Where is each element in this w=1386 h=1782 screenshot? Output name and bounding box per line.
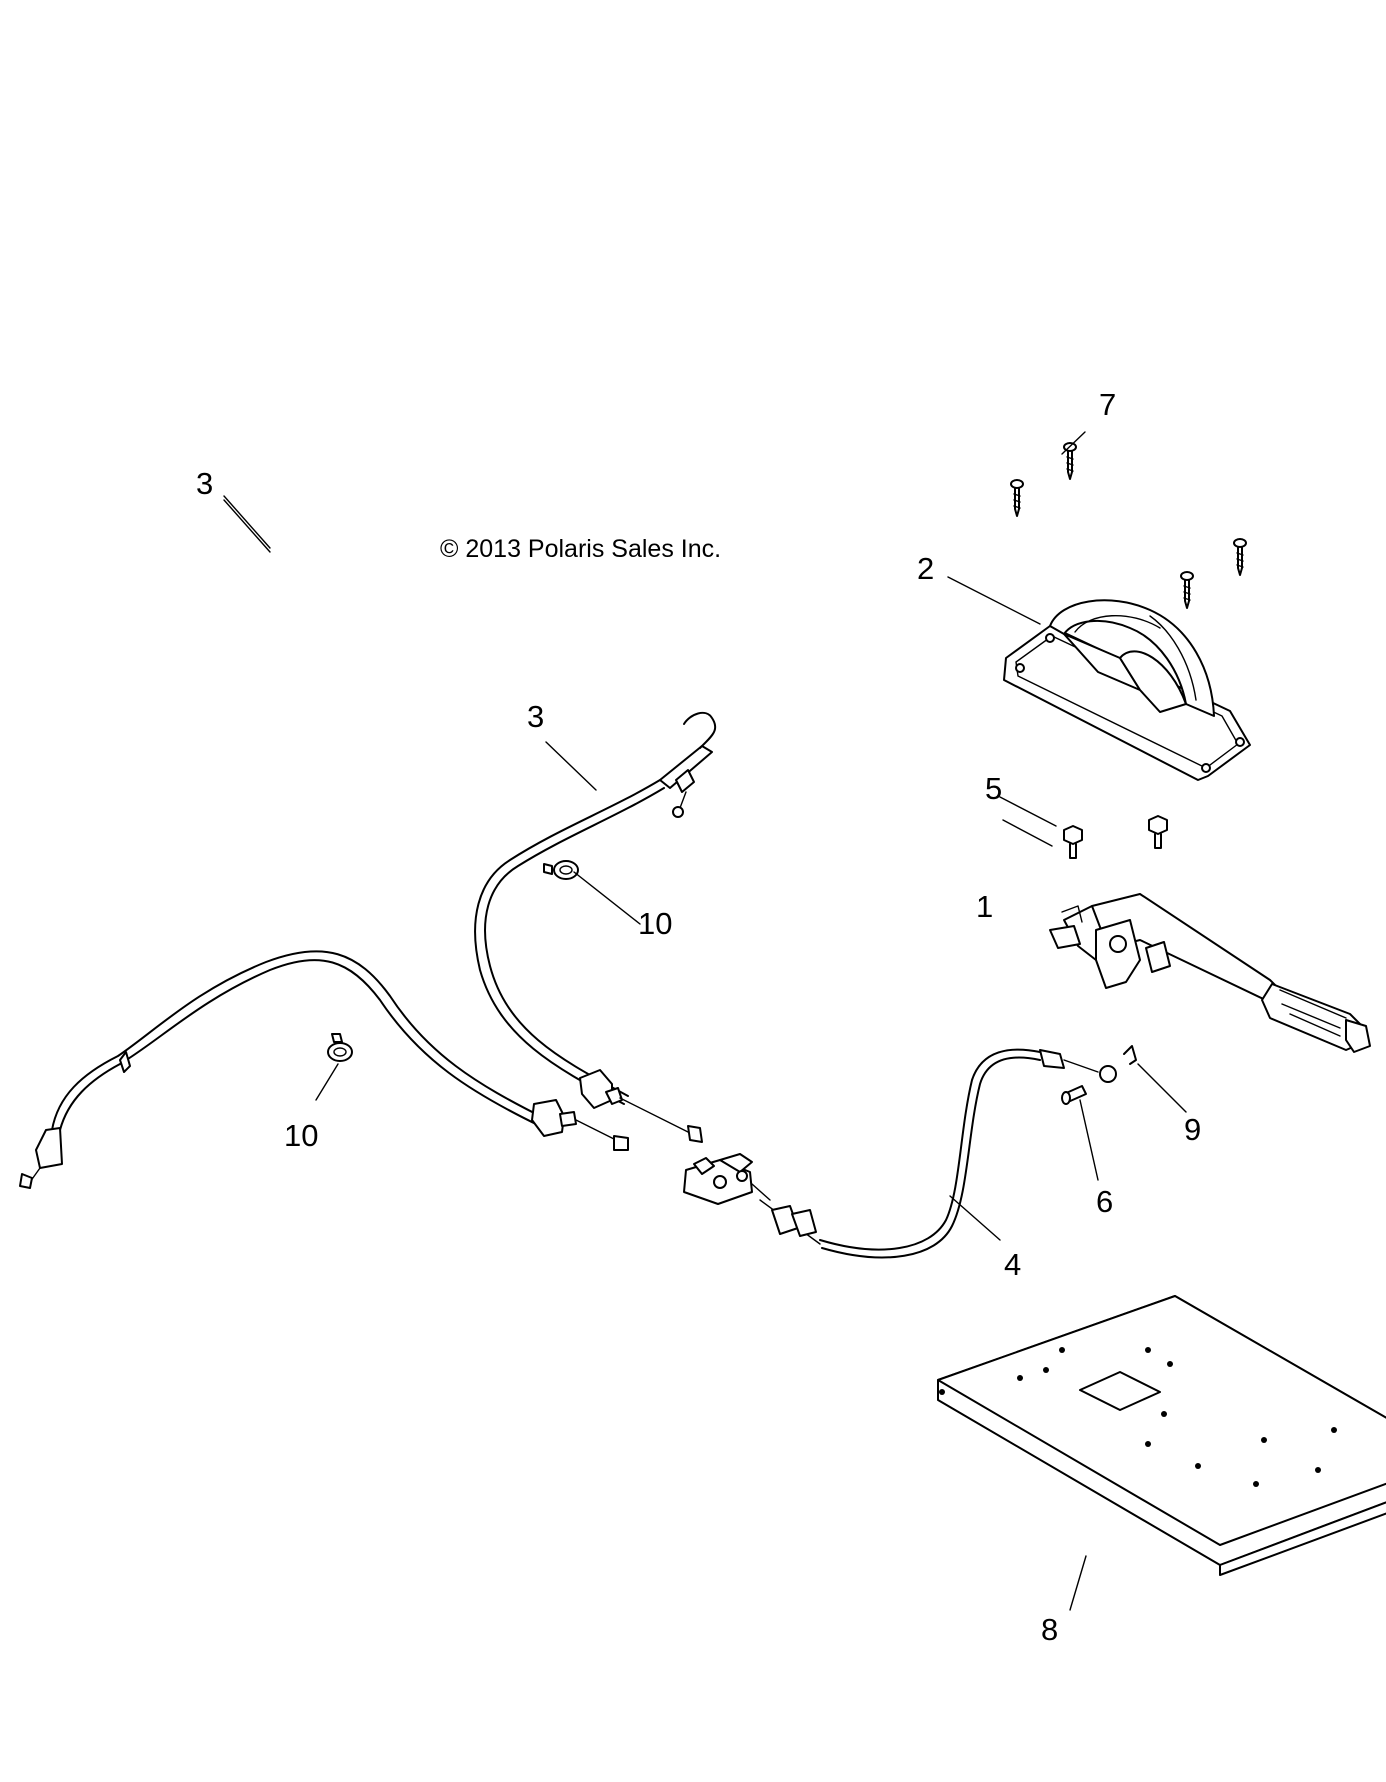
part-9-clip xyxy=(1123,1045,1137,1065)
callout-10-lower: 10 xyxy=(284,1118,318,1153)
part-1-brake-lever xyxy=(1049,893,1371,1053)
callouts: 1 2 3 3 4 5 6 7 8 9 10 10 xyxy=(196,387,1201,1647)
part-10-clamps xyxy=(327,860,579,1062)
part-7-screws xyxy=(1010,442,1247,609)
part-3-cable-upper xyxy=(474,711,717,1143)
callout-6: 6 xyxy=(1096,1184,1113,1219)
callout-3-upper: 3 xyxy=(527,699,544,734)
part-6-pin xyxy=(1061,1085,1087,1105)
part-8-mount-plate xyxy=(937,1295,1386,1576)
callout-9: 9 xyxy=(1184,1112,1201,1147)
callout-8: 8 xyxy=(1041,1612,1058,1647)
copyright-text: © 2013 Polaris Sales Inc. xyxy=(440,535,721,563)
part-4-main-cable xyxy=(683,1048,1117,1259)
part-5-bolts xyxy=(1063,815,1168,859)
part-3-cable-lower xyxy=(19,950,629,1189)
callout-1: 1 xyxy=(976,889,993,924)
callout-4: 4 xyxy=(1004,1247,1021,1282)
callout-3-lower: 3 xyxy=(196,466,213,501)
callout-5: 5 xyxy=(985,771,1002,806)
callout-7: 7 xyxy=(1099,387,1116,422)
part-2-boot-cover xyxy=(1003,599,1251,781)
callout-10-upper: 10 xyxy=(638,906,672,941)
leader-lines xyxy=(223,431,1187,1611)
callout-2: 2 xyxy=(917,551,934,586)
